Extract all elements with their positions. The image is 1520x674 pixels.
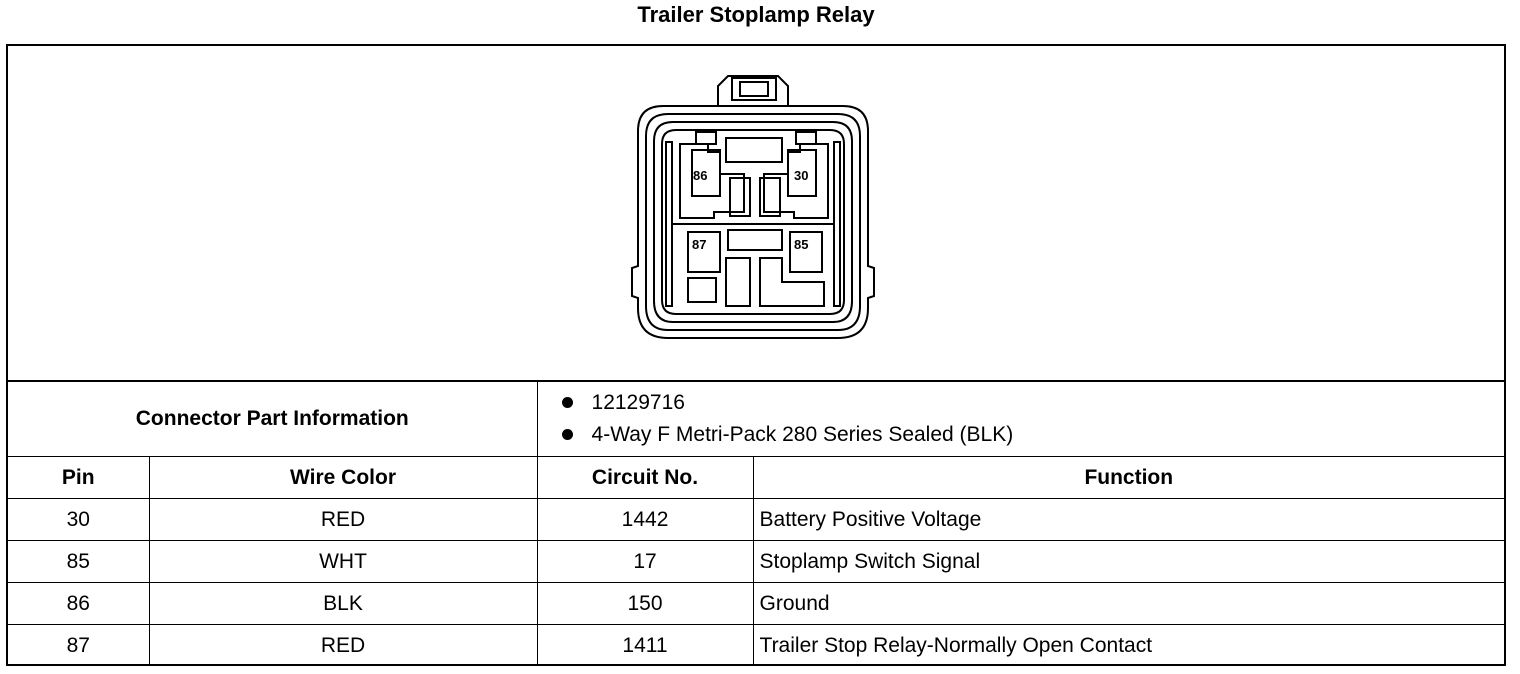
table-row: 86 BLK 150 Ground	[8, 582, 1505, 625]
table-row: 30 RED 1442 Battery Positive Voltage	[8, 498, 1505, 541]
header-wire-color: Wire Color	[148, 456, 538, 499]
part-info-label: Connector Part Information	[8, 380, 538, 457]
pin-cell: 87	[8, 624, 150, 666]
connector-latch	[717, 75, 789, 106]
pin-cell: 30	[8, 498, 150, 541]
connector-outer-housing	[631, 105, 875, 339]
page-title: Trailer Stoplamp Relay	[637, 2, 875, 27]
header-pin: Pin	[8, 456, 150, 499]
part-number: 12129716	[591, 391, 685, 414]
wire-color-cell: WHT	[148, 540, 538, 583]
function-cell: Stoplamp Switch Signal	[752, 540, 1505, 583]
table-header-row: Pin Wire Color Circuit No. Function	[8, 456, 1505, 499]
bullet-icon	[561, 397, 573, 408]
left-side-slot	[665, 141, 673, 307]
connector-description: 4-Way F Metri-Pack 280 Series Sealed (BL…	[591, 423, 1014, 446]
connector-sheet: 86 30 87 85 Connector Part Information 1…	[6, 44, 1506, 666]
circuit-cell: 1442	[536, 498, 754, 541]
right-side-slot	[833, 141, 841, 307]
pin-cell: 85	[8, 540, 150, 583]
table-row: 85 WHT 17 Stoplamp Switch Signal	[8, 540, 1505, 583]
wire-color-cell: BLK	[148, 582, 538, 625]
pin-30-terminal	[787, 149, 817, 197]
part-info-row: Connector Part Information 12129716 4-Wa…	[8, 380, 1505, 457]
connector-inner-housing	[653, 121, 853, 323]
pin-label-86: 86	[693, 168, 708, 183]
wire-color-cell: RED	[148, 624, 538, 666]
circuit-cell: 1411	[536, 624, 754, 666]
upper-left-cavity	[679, 143, 745, 219]
pin-cell: 86	[8, 582, 150, 625]
circuit-cell: 150	[536, 582, 754, 625]
function-cell: Trailer Stop Relay-Normally Open Contact	[752, 624, 1505, 666]
pinout-table: Connector Part Information 12129716 4-Wa…	[8, 380, 1505, 666]
list-item: 12129716	[560, 387, 1505, 419]
wire-color-cell: RED	[148, 498, 538, 541]
pin-label-30: 30	[794, 168, 809, 183]
circuit-cell: 17	[536, 540, 754, 583]
list-item: 4-Way F Metri-Pack 280 Series Sealed (BL…	[560, 419, 1505, 451]
function-cell: Battery Positive Voltage	[752, 498, 1505, 541]
connector-diagram-area: 86 30 87 85	[8, 46, 1504, 380]
lower-center-cavity	[727, 229, 783, 251]
latch-tab	[731, 77, 777, 101]
function-cell: Ground	[752, 582, 1505, 625]
part-info-list: 12129716 4-Way F Metri-Pack 280 Series S…	[536, 380, 1505, 457]
pin-85-terminal	[789, 231, 823, 273]
header-function: Function	[752, 456, 1505, 499]
pin-86-terminal	[691, 149, 721, 197]
pin-label-87: 87	[692, 237, 707, 252]
connector-face-diagram	[631, 75, 875, 339]
pin-87-terminal	[687, 231, 721, 273]
top-center-cavity	[725, 137, 783, 163]
table-row: 87 RED 1411 Trailer Stop Relay-Normally …	[8, 624, 1505, 666]
pin-label-85: 85	[794, 237, 809, 252]
bullet-icon	[561, 429, 573, 440]
header-circuit-no: Circuit No.	[536, 456, 754, 499]
